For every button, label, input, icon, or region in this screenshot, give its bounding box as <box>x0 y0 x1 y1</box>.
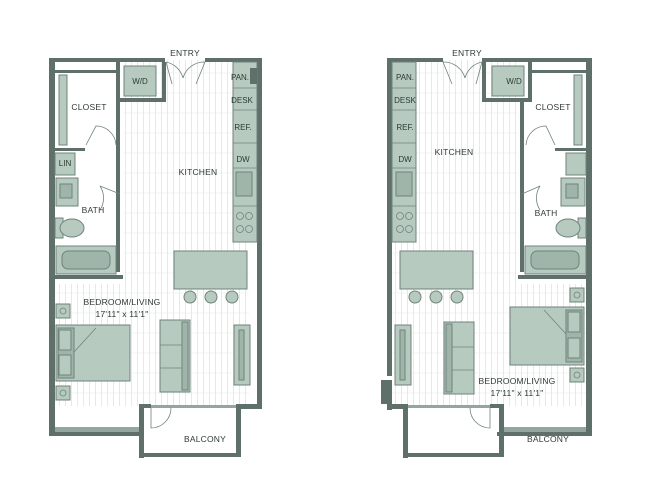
bedroom-living-label: BEDROOM/LIVING <box>84 297 161 307</box>
unit-plan-left <box>49 58 262 458</box>
refrigerator-label: REF. <box>234 123 251 132</box>
linen-label: LIN <box>59 159 72 168</box>
bath-label: BATH <box>535 208 558 218</box>
balcony-label: BALCONY <box>527 434 569 444</box>
pantry-label: PAN. <box>231 73 249 82</box>
pantry-label: PAN. <box>396 73 414 82</box>
washer-dryer-label: W/D <box>132 77 148 86</box>
bath-label: BATH <box>82 205 105 215</box>
labels-right: ENTRY W/D CLOSET BATH PAN. DESK REF. DW … <box>394 48 570 444</box>
labels-left: ENTRY W/D CLOSET LIN BATH PAN. DESK REF.… <box>59 48 254 444</box>
unit-plan-right <box>381 58 592 458</box>
bedroom-living-label: BEDROOM/LIVING <box>479 376 556 386</box>
refrigerator-label: REF. <box>396 123 413 132</box>
dishwasher-label: DW <box>236 155 250 164</box>
kitchen-label: KITCHEN <box>435 147 474 157</box>
desk-label: DESK <box>231 96 253 105</box>
room-dimensions-label: 17'11" x 11'1" <box>96 309 149 319</box>
washer-dryer-label: W/D <box>506 77 522 86</box>
balcony-label: BALCONY <box>184 434 226 444</box>
room-dimensions-label: 17'11" x 11'1" <box>491 388 544 398</box>
closet-label: CLOSET <box>535 102 570 112</box>
entry-label: ENTRY <box>170 48 200 58</box>
dishwasher-label: DW <box>398 155 412 164</box>
kitchen-label: KITCHEN <box>179 167 218 177</box>
closet-label: CLOSET <box>71 102 106 112</box>
entry-label: ENTRY <box>452 48 482 58</box>
desk-label: DESK <box>394 96 416 105</box>
